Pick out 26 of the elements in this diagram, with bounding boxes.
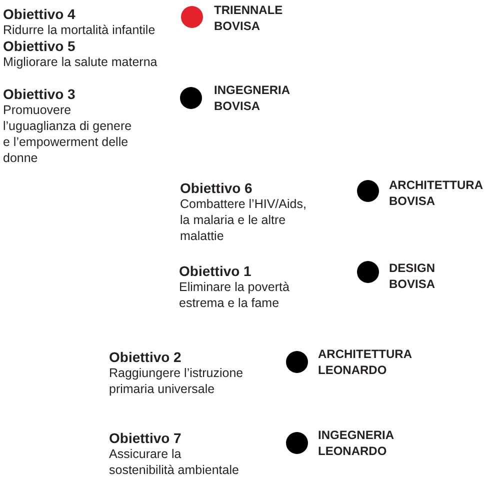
goal-heading: Obiettivo 4 [3, 6, 76, 22]
dot-icon [180, 87, 202, 109]
goal-description: Combattere l’HIV/Aids, la malaria e le altre malattie [180, 196, 308, 244]
campus-name: INGEGNERIA BOVISA [214, 82, 290, 114]
goal-heading: Obiettivo 7 [109, 430, 182, 446]
campus-name: ARCHITETTURA LEONARDO [318, 346, 412, 378]
goal-description: Ridurre la mortalità infantile [3, 22, 156, 38]
goal-heading: Obiettivo 3 [3, 86, 76, 102]
campus-name: DESIGN BOVISA [389, 260, 436, 292]
dot-icon [286, 351, 308, 373]
goal-description: Eliminare la povertà estrema e la fame [179, 279, 290, 311]
goal-heading: Obiettivo 2 [109, 349, 182, 365]
goal-heading: Obiettivo 1 [179, 263, 252, 279]
goal-heading: Obiettivo 6 [180, 180, 252, 196]
goal-description: Assicurare la sostenibilità ambientale [109, 446, 240, 478]
goal-description: Promuovere l’uguaglianza di genere e l’empowerment delle donne [3, 102, 133, 166]
dot-icon [357, 180, 379, 202]
dot-icon [357, 261, 379, 283]
goal-heading: Obiettivo 5 [3, 38, 76, 54]
dot-icon [181, 6, 203, 28]
campus-name: ARCHITETTURA BOVISA [389, 177, 483, 209]
goal-description: Raggiungere l’istruzione primaria universale [109, 365, 244, 397]
campus-name: TRIENNALE BOVISA [214, 2, 283, 34]
goal-description: Migliorare la salute materna [3, 54, 158, 70]
campus-name: INGEGNERIA LEONARDO [318, 427, 394, 459]
dot-icon [286, 432, 308, 454]
